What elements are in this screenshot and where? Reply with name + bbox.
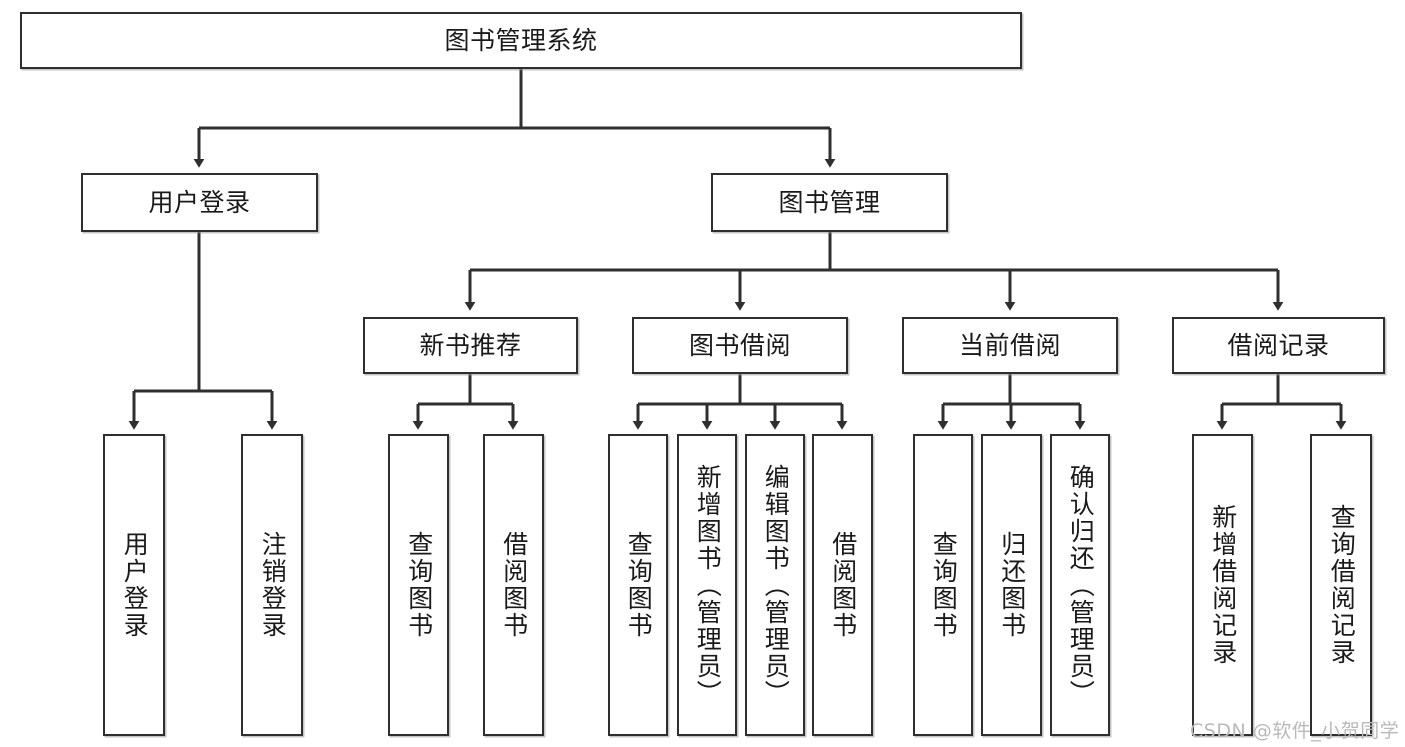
csdn-watermark: CSDN @软件_小贺同学 <box>1190 720 1400 742</box>
node-label: 用户登录 <box>120 531 150 639</box>
node-label: 借阅图书 <box>828 531 858 639</box>
node-label: 图书借阅 <box>688 330 791 360</box>
node-label: 查询图书 <box>929 531 959 639</box>
leaf-borrow-borrow-book[interactable]: 借阅图书 <box>812 434 873 736</box>
node-label: 借阅图书 <box>499 531 529 639</box>
node-label: 新书推荐 <box>419 330 522 360</box>
node-book-borrow[interactable]: 图书借阅 <box>632 317 848 374</box>
node-label: 新增借阅记录 <box>1208 504 1238 666</box>
node-label: 用户登录 <box>148 187 251 217</box>
node-borrow-record[interactable]: 借阅记录 <box>1172 317 1385 374</box>
node-user-login[interactable]: 用户登录 <box>81 173 318 232</box>
leaf-current-confirm-return-admin[interactable]: 确认归还（管理员） <box>1050 434 1110 736</box>
leaf-current-return-book[interactable]: 归还图书 <box>981 434 1042 736</box>
node-label: 图书管理 <box>778 187 881 217</box>
node-label: 确认归还（管理员） <box>1066 463 1096 707</box>
leaf-user-login[interactable]: 用户登录 <box>103 434 165 736</box>
node-label: 编辑图书（管理员） <box>761 463 791 707</box>
node-label: 当前借阅 <box>958 330 1061 360</box>
node-new-book-recommend[interactable]: 新书推荐 <box>363 317 578 374</box>
leaf-record-query-record[interactable]: 查询借阅记录 <box>1310 434 1372 736</box>
leaf-user-logout[interactable]: 注销登录 <box>241 434 303 736</box>
node-book-manage[interactable]: 图书管理 <box>711 173 948 232</box>
leaf-borrow-edit-book-admin[interactable]: 编辑图书（管理员） <box>745 434 805 736</box>
node-label: 归还图书 <box>997 531 1027 639</box>
leaf-recommend-borrow-book[interactable]: 借阅图书 <box>483 434 544 736</box>
leaf-record-add-record[interactable]: 新增借阅记录 <box>1192 434 1253 736</box>
leaf-current-query-book[interactable]: 查询图书 <box>913 434 973 736</box>
node-current-borrow[interactable]: 当前借阅 <box>902 317 1118 374</box>
leaf-borrow-query-book[interactable]: 查询图书 <box>608 434 668 736</box>
node-label: 查询借阅记录 <box>1327 504 1357 666</box>
node-label: 查询图书 <box>624 531 654 639</box>
node-label: 新增图书（管理员） <box>693 463 723 707</box>
node-label: 注销登录 <box>258 531 288 639</box>
leaf-recommend-query-book[interactable]: 查询图书 <box>388 434 449 736</box>
node-label: 图书管理系统 <box>444 25 598 55</box>
node-label: 借阅记录 <box>1227 330 1330 360</box>
leaf-borrow-add-book-admin[interactable]: 新增图书（管理员） <box>677 434 737 736</box>
node-root-system[interactable]: 图书管理系统 <box>20 12 1022 69</box>
node-label: 查询图书 <box>404 531 434 639</box>
